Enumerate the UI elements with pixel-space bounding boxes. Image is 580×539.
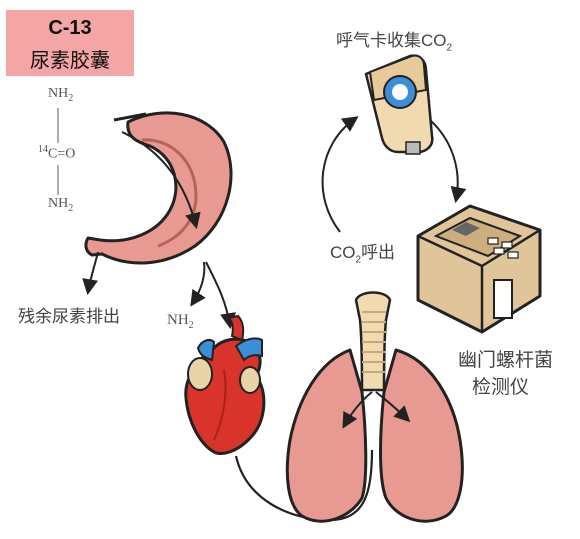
arrow-residual — [88, 252, 98, 292]
breath-card-icon — [366, 55, 432, 154]
arrow-nh2 — [192, 262, 204, 304]
heart-icon — [186, 316, 264, 453]
arrow-exhale — [323, 118, 356, 232]
stomach-icon — [86, 113, 231, 263]
detector-device-icon — [418, 206, 540, 332]
arrow-to-detector — [430, 120, 458, 200]
arrow-to-heart — [206, 262, 230, 326]
lungs-icon — [287, 293, 462, 522]
